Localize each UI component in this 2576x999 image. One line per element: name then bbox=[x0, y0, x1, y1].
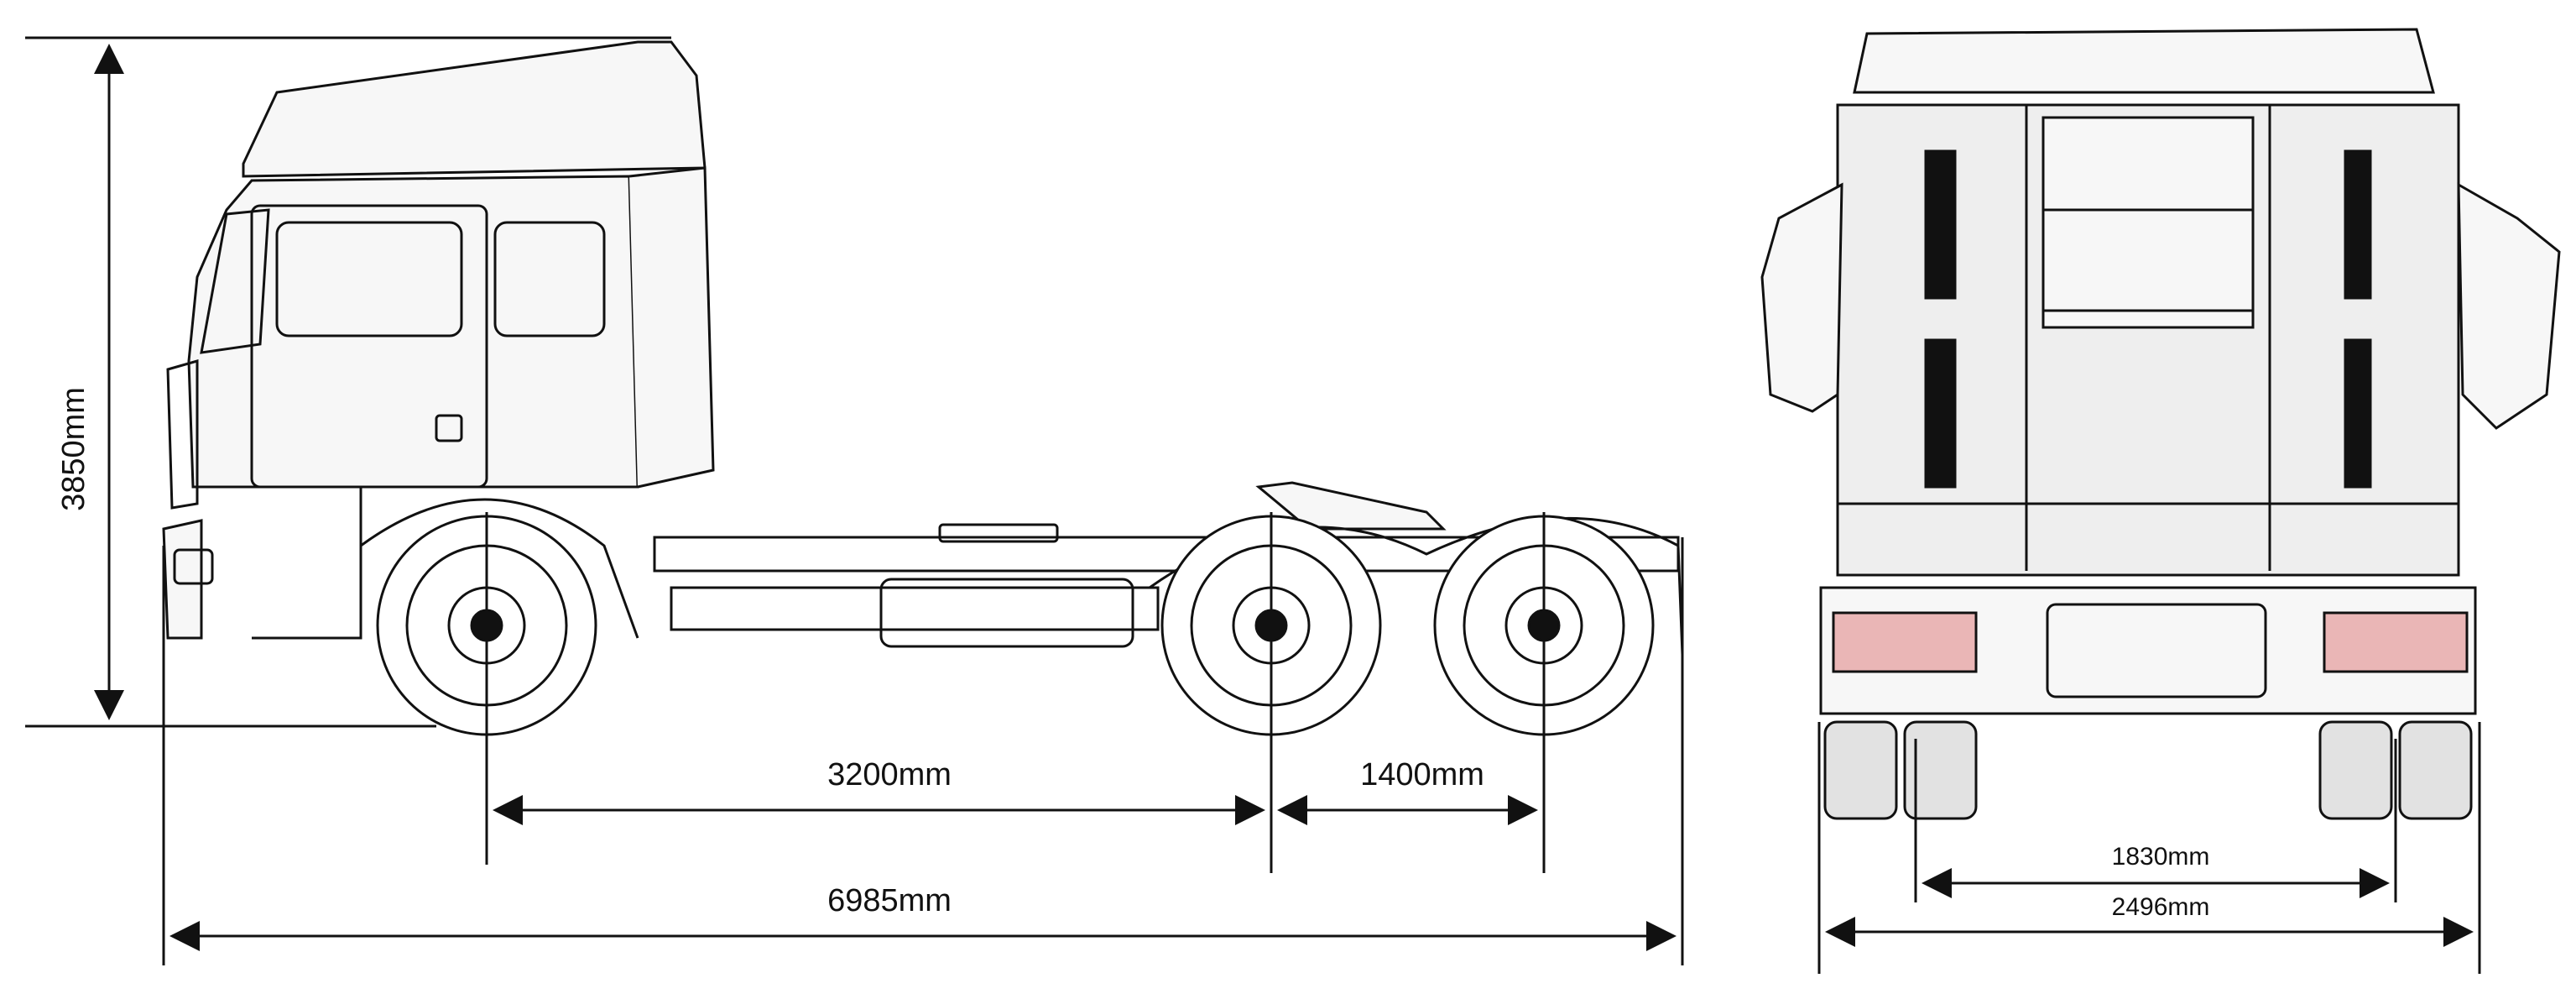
vent-left-upper bbox=[1924, 149, 1957, 300]
side-view bbox=[162, 40, 1684, 736]
tail-light-right bbox=[2323, 611, 2469, 673]
rear-tire-right-outer bbox=[2398, 720, 2473, 820]
length-label: 6985mm bbox=[827, 883, 952, 918]
rear-tire-left-outer bbox=[1823, 720, 1898, 820]
rear-tire-right-inner bbox=[2318, 720, 2393, 820]
cab-window-rear bbox=[493, 221, 606, 337]
side-dimensions bbox=[25, 36, 1684, 965]
rear-roof bbox=[1853, 28, 2435, 94]
door-handle bbox=[435, 414, 463, 442]
mirror-left bbox=[1760, 182, 1843, 413]
width-label: 2496mm bbox=[2112, 893, 2210, 921]
rear-dimensions bbox=[1817, 722, 2481, 974]
track-label: 1830mm bbox=[2112, 843, 2210, 871]
vent-right-lower bbox=[2344, 338, 2372, 489]
axle-spacing-label: 1400mm bbox=[1360, 757, 1484, 792]
cab-roof-spoiler bbox=[242, 40, 707, 178]
height-label: 3850mm bbox=[56, 387, 91, 511]
cab-window-front bbox=[275, 221, 463, 337]
wheelbase-label: 3200mm bbox=[827, 757, 952, 792]
front-bumper bbox=[162, 519, 203, 640]
rear-tire-left-inner bbox=[1903, 720, 1978, 820]
fuel-tank bbox=[879, 578, 1134, 648]
vent-left-lower bbox=[1924, 338, 1957, 489]
tail-light-left bbox=[1832, 611, 1978, 673]
cab-rear-panel bbox=[628, 166, 715, 489]
mirror-right bbox=[2457, 182, 2561, 430]
vent-right-upper bbox=[2344, 149, 2372, 300]
rear-view bbox=[1760, 28, 2561, 820]
front-mudguard bbox=[360, 498, 639, 639]
headlamp bbox=[173, 548, 214, 585]
